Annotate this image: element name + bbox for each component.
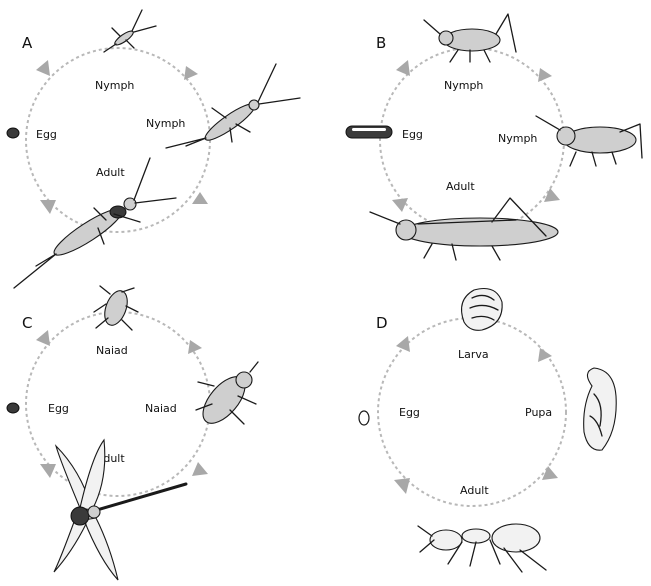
panel-b-egg-illustration	[346, 126, 392, 138]
panel-a-label-bottom: Adult	[96, 166, 125, 179]
panel-d-adult-illustration	[418, 524, 546, 572]
panel-b: B Nymph Nymph Egg Adult	[346, 14, 642, 260]
panel-c-arrow-bottom-left	[40, 464, 56, 478]
panel-d-arrow-bottom-left	[394, 478, 410, 494]
panel-c-letter: C	[22, 314, 32, 332]
panel-b-nymph-illustration	[536, 116, 642, 166]
panel-d-egg-illustration	[359, 411, 369, 425]
panel-d-larva-illustration	[462, 289, 503, 331]
panel-c-arrow-bottom-right	[192, 462, 208, 476]
panel-d-label-right: Pupa	[525, 406, 552, 419]
panel-d-label-left: Egg	[399, 406, 420, 419]
panel-c-label-left: Egg	[48, 402, 69, 415]
panel-c-label-right: Naiad	[145, 402, 177, 415]
panel-d-pupa-illustration	[584, 368, 617, 450]
panel-a-label-top: Nymph	[95, 79, 134, 92]
panel-a-letter: A	[22, 34, 33, 52]
panel-c-small-naiad-illustration	[94, 286, 138, 330]
panel-b-arrow-top-left	[396, 60, 410, 76]
panel-d-label-bottom: Adult	[460, 484, 489, 497]
panel-b-label-right: Nymph	[498, 132, 537, 145]
panel-c-label-top: Naiad	[96, 344, 128, 357]
panel-a-small-nymph-illustration	[104, 10, 156, 52]
panel-b-egg-highlight	[352, 128, 386, 131]
panel-b-arrow-bottom-right	[544, 188, 560, 202]
panel-b-label-left: Egg	[402, 128, 423, 141]
panel-c-arrow-top-left	[36, 330, 50, 346]
panel-a-arrow-top-right	[184, 66, 198, 80]
panel-c: C Naiad Naiad Egg Adult	[7, 286, 258, 580]
panel-a-arrow-top-left	[36, 60, 50, 76]
panel-b-letter: B	[376, 34, 386, 52]
panel-c-egg-illustration	[7, 403, 19, 413]
panel-d-letter: D	[376, 314, 388, 332]
panel-b-label-top: Nymph	[444, 79, 483, 92]
panel-d: D Larva Pupa Egg Adult	[359, 289, 616, 573]
panel-b-arrow-top-right	[538, 68, 552, 82]
panel-a-egg-illustration	[7, 128, 19, 138]
panel-a-arrow-bottom-right	[192, 192, 208, 204]
panel-a: A Nymph Nymph Egg Adult	[7, 10, 300, 288]
panel-a-adult-illustration	[14, 158, 176, 288]
panel-d-arrow-top-left	[396, 336, 410, 352]
panel-d-label-top: Larva	[458, 348, 489, 361]
panel-c-naiad-illustration	[195, 362, 258, 430]
panel-a-label-right: Nymph	[146, 117, 185, 130]
panel-a-label-left: Egg	[36, 128, 57, 141]
panel-d-arrow-bottom-right	[542, 466, 558, 480]
panel-a-arrow-bottom-left	[40, 200, 56, 214]
panel-b-label-bottom: Adult	[446, 180, 475, 193]
